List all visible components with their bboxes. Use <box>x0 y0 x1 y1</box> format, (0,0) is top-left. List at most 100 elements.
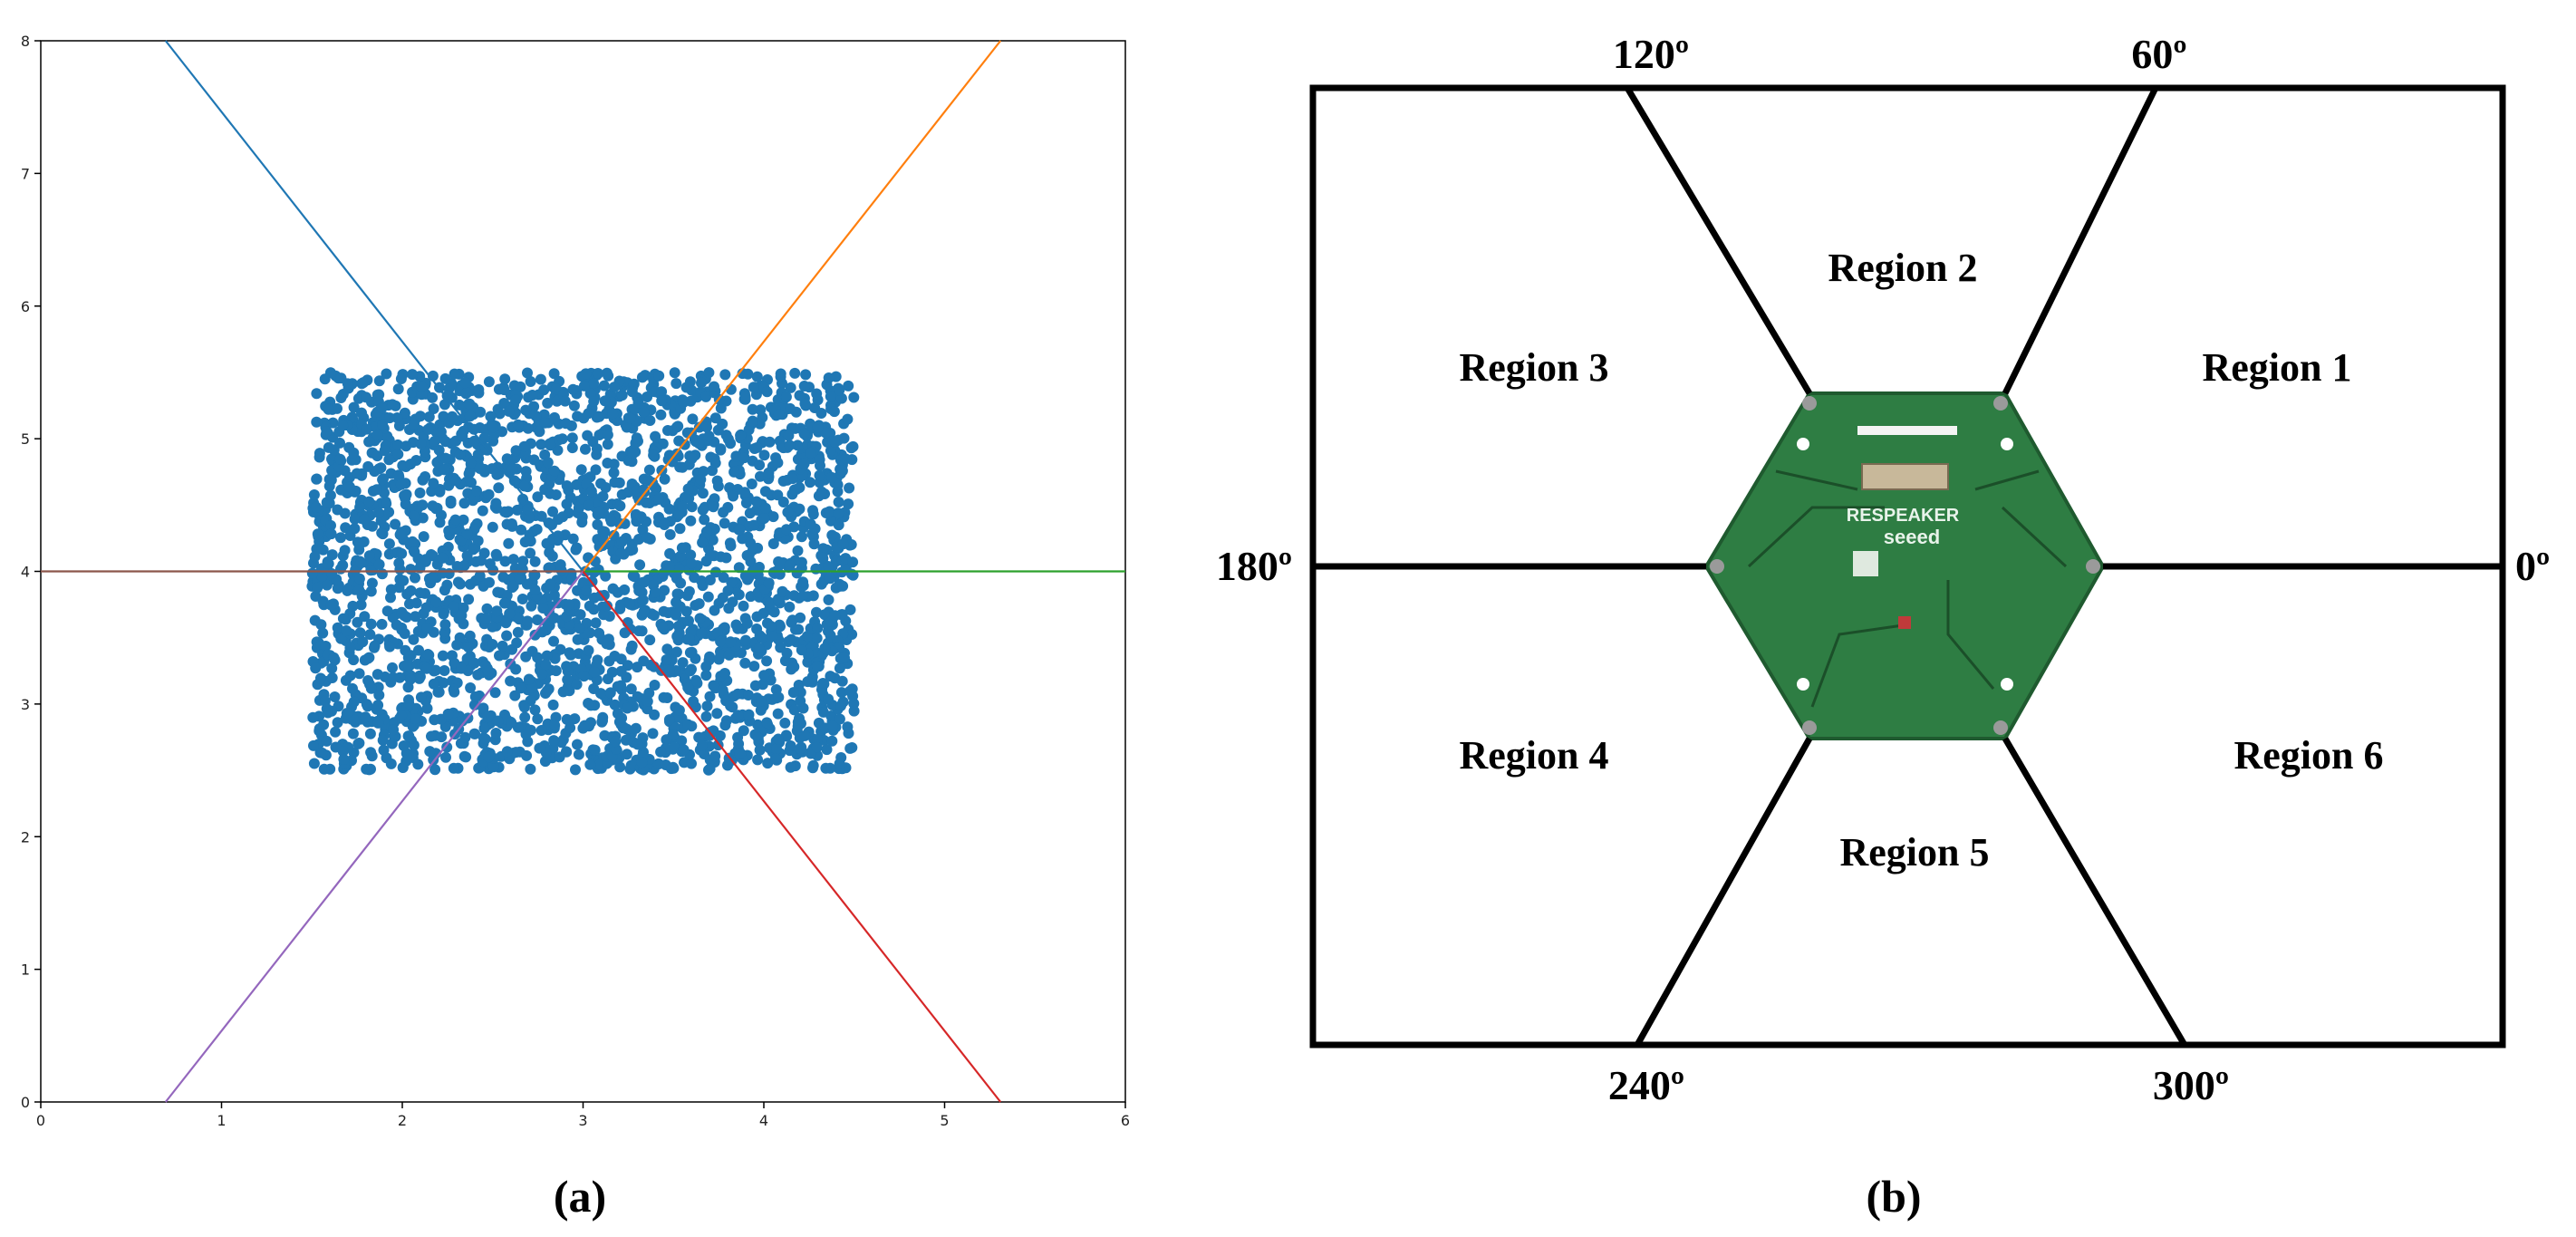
scatter-point <box>580 368 592 380</box>
scatter-point <box>427 572 439 584</box>
scatter-point <box>848 391 860 403</box>
scatter-point <box>377 419 389 430</box>
scatter-point <box>539 417 551 429</box>
scatter-point <box>725 700 737 711</box>
scatter-point <box>833 507 844 519</box>
scatter-point <box>681 590 693 602</box>
scatter-point <box>499 373 511 385</box>
scatter-point <box>664 528 676 540</box>
scatter-point <box>343 481 355 493</box>
scatter-point <box>772 708 784 720</box>
scatter-point <box>569 713 581 725</box>
scatter-point <box>334 453 346 465</box>
scatter-point <box>625 683 637 695</box>
scatter-point <box>792 716 804 728</box>
scatter-point <box>522 422 534 434</box>
scatter-point <box>528 454 540 466</box>
scatter-point <box>585 486 597 498</box>
scatter-point <box>316 747 328 759</box>
scatter-point <box>752 754 764 766</box>
scatter-point <box>638 406 650 418</box>
scatter-point <box>665 763 677 775</box>
scatter-point <box>434 517 446 528</box>
scatter-point <box>540 659 552 671</box>
scatter-point <box>497 571 509 583</box>
scatter-point <box>468 544 479 556</box>
scatter-point <box>520 729 532 740</box>
scatter-point <box>772 457 784 469</box>
scatter-point <box>777 585 788 597</box>
scatter-point <box>839 652 850 663</box>
scatter-point <box>638 576 650 588</box>
scatter-point <box>352 616 363 628</box>
scatter-point <box>522 504 534 516</box>
scatter-point <box>498 398 510 409</box>
scatter-point <box>659 519 671 530</box>
scatter-point <box>348 714 360 726</box>
scatter-point <box>449 686 460 698</box>
scatter-point <box>439 619 451 631</box>
scatter-point <box>648 449 660 461</box>
scatter-point <box>748 544 758 556</box>
scatter-point <box>439 372 451 384</box>
scatter-point <box>549 720 561 731</box>
scatter-point <box>414 411 426 422</box>
scatter-point <box>787 687 799 699</box>
scatter-point <box>812 421 824 433</box>
scatter-point <box>784 601 796 613</box>
scatter-point <box>405 564 417 575</box>
scatter-point <box>614 500 626 512</box>
scatter-point <box>557 511 569 523</box>
scatter-point <box>334 437 345 449</box>
scatter-point <box>711 627 723 639</box>
scatter-point <box>371 484 382 496</box>
scatter-point <box>581 585 593 596</box>
scatter-point <box>610 736 622 748</box>
scatter-point <box>701 701 713 712</box>
scatter-point <box>548 735 560 747</box>
scatter-point <box>759 502 771 514</box>
region-label-5: Region 5 <box>1840 830 1990 875</box>
scatter-point <box>437 650 449 662</box>
scatter-point <box>344 670 356 681</box>
scatter-point <box>459 377 471 389</box>
y-tick-label: 8 <box>21 33 30 50</box>
scatter-point <box>769 753 781 765</box>
scatter-point <box>709 604 720 616</box>
scatter-point <box>783 430 795 441</box>
scatter-point <box>602 600 613 612</box>
scatter-point <box>627 448 639 459</box>
scatter-point <box>828 406 840 418</box>
scatter-point <box>500 617 512 629</box>
scatter-point <box>547 699 559 710</box>
scatter-point <box>844 482 855 494</box>
scatter-point <box>369 640 381 652</box>
scatter-point <box>798 458 810 469</box>
scatter-point <box>362 460 374 472</box>
scatter-point <box>704 575 716 585</box>
scatter-point <box>775 558 786 570</box>
scatter-point <box>503 405 515 417</box>
scatter-point <box>756 695 767 707</box>
scatter-point <box>499 556 511 567</box>
scatter-point <box>390 518 401 530</box>
scatter-point <box>682 681 694 693</box>
scatter-point <box>728 490 739 502</box>
scatter-point <box>312 582 323 594</box>
scatter-point <box>704 550 716 562</box>
scatter-point <box>329 691 341 702</box>
scatter-point <box>515 381 526 392</box>
scatter-point <box>450 475 462 487</box>
scatter-point <box>428 678 439 690</box>
scatter-point <box>376 618 388 630</box>
scatter-point <box>739 391 751 402</box>
scatter-point <box>492 715 504 727</box>
scatter-point <box>448 762 459 774</box>
scatter-point <box>614 761 626 773</box>
scatter-point <box>823 561 834 572</box>
board-connector <box>1861 463 1949 490</box>
scatter-point <box>499 506 511 517</box>
scatter-point <box>648 610 660 621</box>
scatter-point <box>754 459 766 471</box>
scatter-point <box>775 371 786 382</box>
